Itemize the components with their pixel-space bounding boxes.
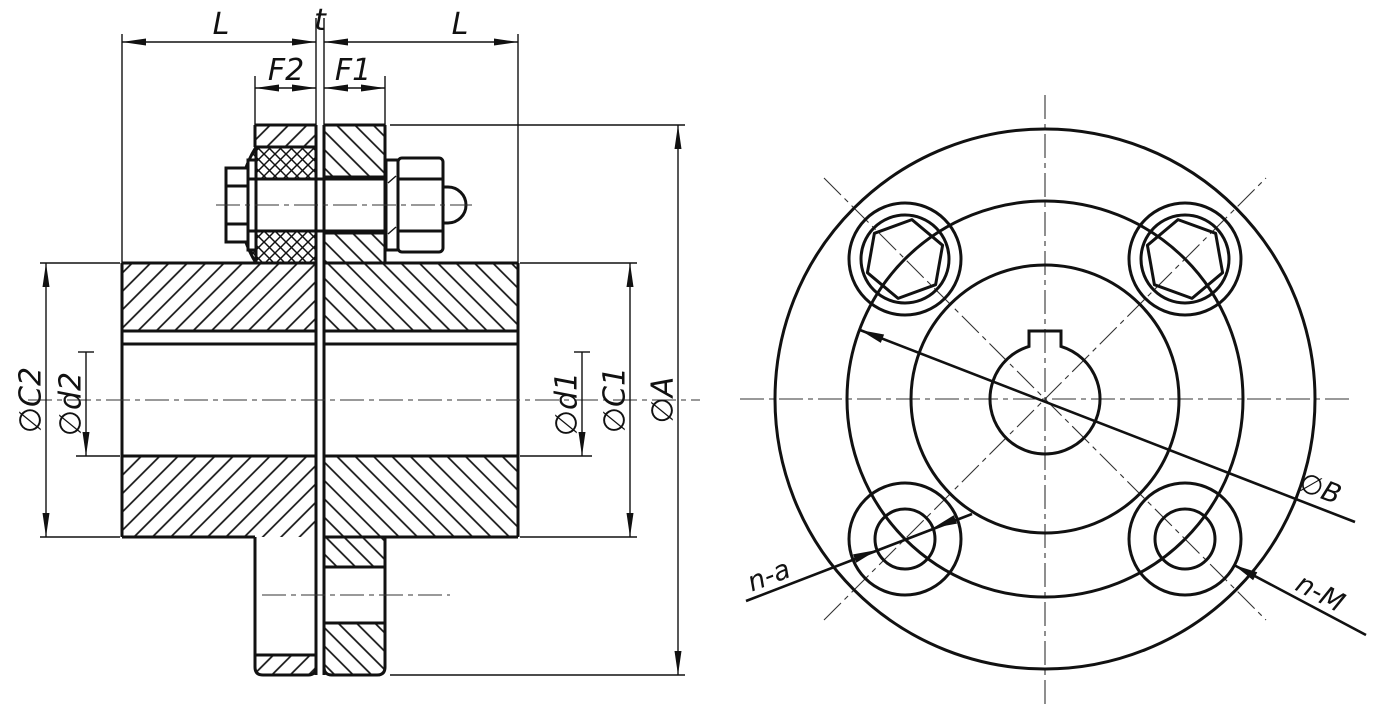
dim-label-t: t [314, 3, 327, 38]
leader-n-m-arrow [1234, 565, 1258, 581]
dimension-lines [45, 41, 679, 675]
left-flange-hatch [122, 125, 316, 675]
section-view: L t L F2 F1 ∅C2 ∅d2 ∅d1 ∅C1 ∅A [14, 3, 700, 677]
extension-lines [40, 18, 685, 676]
leader-b [859, 328, 1356, 524]
dim-label-n-a: n-a [743, 554, 795, 598]
dimension-arrows [42, 38, 682, 675]
dim-label-l-left: L [213, 7, 230, 42]
bolt-hole-top-left [847, 201, 963, 317]
front-view: ∅B n-a n-M [740, 95, 1367, 705]
dim-label-f1: F1 [335, 53, 371, 88]
dim-label-f2: F2 [268, 53, 304, 88]
dim-label-d1: ∅d1 [550, 372, 585, 436]
hub-circle [909, 263, 1181, 535]
outer-diameter-circle [773, 127, 1317, 671]
leader-b-arrow [860, 330, 885, 343]
dim-label-b: ∅B [1295, 467, 1345, 511]
leader-n-m [1233, 563, 1367, 637]
bolt-hole-top-right [1127, 201, 1243, 317]
right-flange-hatch [324, 125, 518, 675]
dim-label-c2: ∅C2 [14, 367, 49, 433]
dim-label-a: ∅A [646, 377, 681, 424]
leader-n-a-arrow-right [933, 515, 957, 528]
leader-n-a-arrow-left [853, 550, 877, 563]
threaded-hole-bottom-right [1127, 481, 1243, 597]
dim-label-c1: ∅C1 [598, 367, 633, 433]
dim-label-d2: ∅d2 [54, 372, 89, 436]
bolt-circle [845, 199, 1245, 599]
front-diagonal-centerline-2 [823, 177, 1267, 621]
sleeve-hole-bottom-left [847, 481, 963, 597]
dim-label-l-right: L [452, 7, 469, 42]
